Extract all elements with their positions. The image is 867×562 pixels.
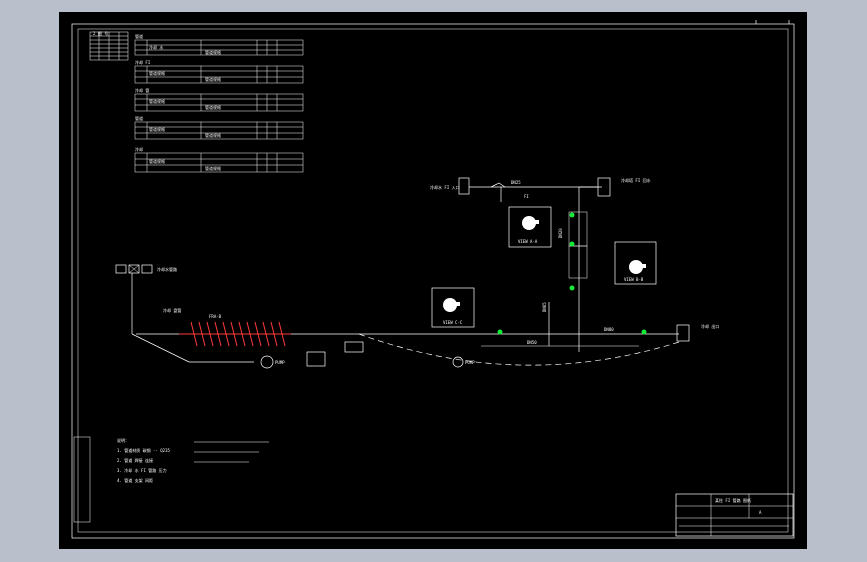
note-line: 4. 管道 支架 间距 — [117, 477, 153, 483]
pipe-table-cell: 管道规格 — [149, 158, 165, 164]
pipe-table-3: 冷却 管 管道规格 管道规格 — [134, 87, 304, 112]
cad-drawing: 2 图 号 管道 冷却 水 管道规格 冷却 FI 管道规格 管道规格 冷却 管 … — [71, 20, 795, 539]
pump-label: PUMP — [275, 360, 285, 365]
pipe-table-5: 冷却 管道规格 管道规格 — [134, 146, 304, 173]
upper-pipeline: 冷却水 FI 入口 DN25 FI 冷却塔 FI 回水 — [430, 177, 651, 352]
note-line: 1. 管道材质 碳钢 -- Q235 — [117, 447, 170, 453]
left-branch: 冷却水管路 PUMP — [115, 264, 364, 369]
valve-icon — [569, 212, 575, 218]
pump-label: FI — [524, 194, 529, 199]
inlet-box — [458, 177, 470, 195]
title-block-project: 某柱 FI 管路 图纸 — [715, 497, 751, 503]
valve-icon — [497, 329, 503, 335]
inner-frame — [77, 28, 789, 533]
valve-icon — [569, 241, 575, 247]
instrument-label: 冷却水管路 — [157, 266, 177, 272]
pump-icon — [452, 356, 464, 368]
return-line — [358, 333, 680, 366]
outer-frame — [71, 23, 795, 539]
pipe-table-1: 管道 冷却 水 管道规格 — [134, 33, 304, 56]
pipe-table-cell: 管道规格 — [149, 98, 165, 104]
valve-icon — [641, 329, 647, 335]
notes-heading: 说明： — [117, 437, 129, 443]
pipe-table-title: 冷却 FI — [135, 59, 151, 65]
pump-label: PUMP — [465, 360, 475, 365]
pipe-table-cell: 管道规格 — [205, 104, 221, 110]
pump-icon — [260, 355, 274, 369]
view-label: VIEW B-B — [624, 277, 644, 282]
line-label: DN20 — [558, 228, 563, 238]
pipe-table-title: 冷却 — [135, 146, 143, 152]
note-line: 3. 冷却 水 FI 管路 压力 — [117, 467, 167, 473]
note-line: 2. 管道 焊接 连接 — [117, 457, 153, 463]
pipe-table-cell: 管道规格 — [205, 76, 221, 82]
line-label: DN80 — [604, 327, 614, 332]
pipe-table-cell: 管道规格 — [205, 49, 221, 55]
outlet-tag: 冷却 出口 — [701, 323, 719, 329]
pipe-table-cell: 管道规格 — [149, 126, 165, 132]
riser: DN20 DN65 — [542, 211, 588, 334]
pipe-table-4: 管道 管道规格 管道规格 — [134, 115, 304, 140]
inlet-tag: 冷却水 FI 入口 — [430, 184, 460, 190]
outlet-flange — [676, 324, 690, 342]
pipe-table-title: 管道 — [135, 115, 143, 121]
main-pipeline: DN50 DN80 冷却 出口 PUMP — [136, 323, 719, 368]
pipe-table-cell: 管道规格 — [149, 70, 165, 76]
left-mini-table: 2 图 号 — [89, 30, 129, 61]
pipe-table-cell: 冷却 水 — [149, 44, 163, 50]
pipe-table-cell: 管道规格 — [205, 165, 221, 171]
left-table-header: 2 图 号 — [93, 30, 108, 36]
title-block-rev: A — [759, 510, 762, 515]
pipe-table-title: 管道 — [135, 33, 143, 39]
view-box-b: VIEW B-B — [614, 241, 657, 285]
pipe-table-title: 冷却 管 — [135, 87, 149, 93]
drawing-sheet: 2 图 号 管道 冷却 水 管道规格 冷却 FI 管道规格 管道规格 冷却 管 … — [59, 12, 807, 549]
view-box-a: VIEW A-A — [508, 206, 552, 248]
exchanger-label: FRA-B — [209, 314, 222, 319]
pipe-table-cell: 管道规格 — [205, 132, 221, 138]
view-box-c: VIEW C-C — [431, 287, 475, 328]
meter-box — [344, 341, 364, 353]
notes: 说明： 1. 管道材质 碳钢 -- Q235 2. 管道 焊接 连接 3. 冷却… — [73, 436, 269, 523]
line-label: DN65 — [542, 302, 547, 312]
coil-label: 冷却 盘管 — [163, 307, 181, 313]
view-label: VIEW A-A — [518, 239, 538, 244]
line-label: DN50 — [527, 340, 537, 345]
outlet-tag: 冷却塔 FI 回水 — [621, 177, 651, 183]
coil-exchanger: FRA-B 冷却 盘管 — [163, 307, 291, 347]
title-block: 某柱 FI 管路 图纸 A — [675, 493, 794, 537]
pipe-table-2: 冷却 FI 管道规格 管道规格 — [134, 59, 304, 84]
meter-box — [306, 351, 326, 367]
line-label: DN25 — [511, 180, 521, 185]
valve-icon — [569, 285, 575, 291]
view-label: VIEW C-C — [443, 320, 463, 325]
